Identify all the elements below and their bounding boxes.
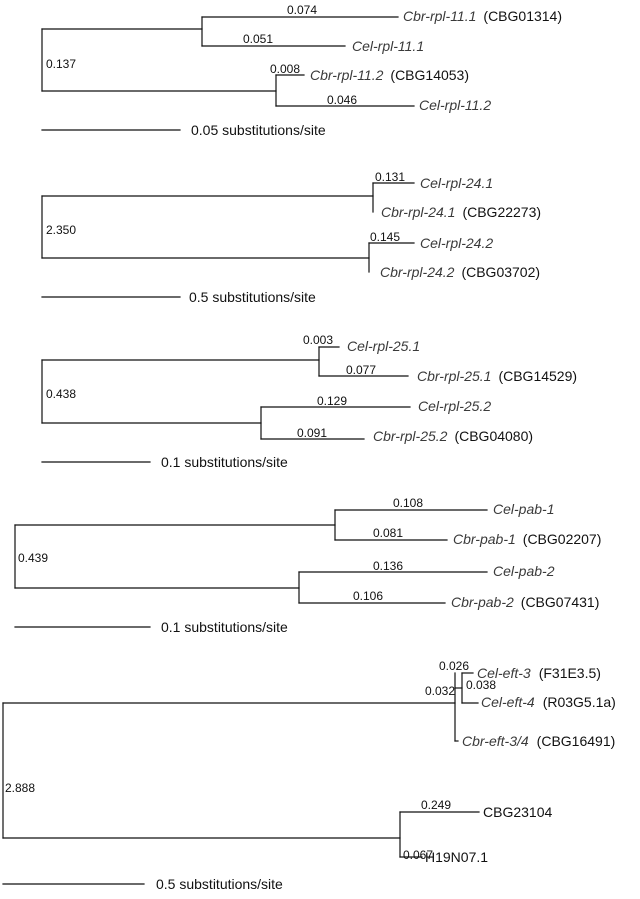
leaf-label: Cbr-pab-1 (CBG02207) — [453, 531, 601, 547]
tree-rpl-24: 2.350 0.131 0.145 Cel-rpl-24.1 Cbr-rpl-2… — [41, 170, 541, 305]
gene-id: (CBG02207) — [523, 531, 602, 547]
gene-id: CBG23104 — [483, 804, 552, 820]
branch-length-label: 0.074 — [287, 3, 317, 17]
gene-name: Cel-rpl-24.1 — [420, 175, 493, 191]
branch-length-label: 0.038 — [466, 678, 496, 692]
gene-name: Cbr-pab-2 — [451, 594, 514, 610]
leaf-label: Cbr-pab-2 (CBG07431) — [451, 594, 599, 610]
branch-length-label: 0.106 — [353, 589, 383, 603]
gene-name: Cel-pab-1 — [493, 501, 554, 517]
scale-bar-label: 0.1 substitutions/site — [161, 454, 288, 470]
gene-id: (CBG03702) — [461, 264, 540, 280]
leaf-label: Cbr-rpl-25.2 (CBG04080) — [373, 428, 533, 444]
gene-name: Cbr-rpl-24.2 — [380, 264, 455, 280]
scale-bar-label: 0.5 substitutions/site — [156, 876, 283, 892]
gene-id: (R03G5.1a) — [543, 694, 616, 710]
root-branch-length-label: 2.888 — [5, 781, 35, 795]
root-branch-length-label: 2.350 — [46, 223, 76, 237]
gene-name: Cel-eft-4 — [481, 694, 535, 710]
gene-name: Cel-rpl-24.2 — [420, 235, 493, 251]
branch-length-label: 0.249 — [421, 798, 451, 812]
gene-name: Cbr-rpl-24.1 — [381, 204, 455, 220]
gene-name: Cel-eft-3 — [477, 665, 531, 681]
tree-rpl-25: 0.438 0.003 0.077 0.129 0.091 Cel-rpl-25… — [41, 333, 577, 470]
leaf-label: Cbr-rpl-11.2 (CBG14053) — [310, 67, 469, 83]
gene-id: (CBG16491) — [537, 733, 616, 749]
leaf-label: Cel-eft-4 (R03G5.1a) — [481, 694, 616, 710]
gene-id: (CBG22273) — [462, 204, 541, 220]
scale-bar-label: 0.5 substitutions/site — [189, 289, 316, 305]
gene-name: Cbr-rpl-11.2 — [310, 67, 384, 83]
tree-eft: 2.888 0.026 0.032 0.038 0.249 0.067 Cel-… — [2, 659, 616, 892]
gene-id: (CBG01314) — [483, 8, 562, 24]
root-branch-length-label: 0.137 — [46, 57, 76, 71]
branch-length-label: 0.003 — [303, 333, 333, 347]
branch-length-label: 0.108 — [393, 496, 423, 510]
gene-id: (CBG04080) — [454, 428, 533, 444]
leaf-label: CBG23104 — [483, 804, 552, 820]
branch-length-label: 0.051 — [243, 32, 273, 46]
gene-id: H19N07.1 — [425, 849, 488, 865]
gene-name: Cel-rpl-25.1 — [347, 338, 420, 354]
leaf-label: Cel-rpl-25.1 — [347, 338, 420, 354]
gene-id: (F31E3.5) — [539, 665, 601, 681]
gene-id: (CBG14053) — [390, 67, 469, 83]
branch-length-label: 0.129 — [317, 394, 347, 408]
branch-length-label: 0.131 — [375, 170, 405, 184]
root-branch-length-label: 0.438 — [46, 387, 76, 401]
leaf-label: Cbr-eft-3/4 (CBG16491) — [462, 733, 615, 749]
scale-bar-label: 0.1 substitutions/site — [161, 619, 288, 635]
leaf-label: H19N07.1 — [425, 849, 488, 865]
leaf-label: Cbr-rpl-11.1 (CBG01314) — [403, 8, 562, 24]
leaf-label: Cel-eft-3 (F31E3.5) — [477, 665, 601, 681]
tree-pab: 0.439 0.108 0.081 0.136 0.106 Cel-pab-1 … — [14, 496, 601, 635]
gene-name: Cbr-pab-1 — [453, 531, 516, 547]
leaf-label: Cel-rpl-24.1 — [420, 175, 493, 191]
branch-length-label: 0.032 — [425, 684, 455, 698]
leaf-label: Cel-pab-1 — [493, 501, 554, 517]
leaf-label: Cel-rpl-25.2 — [418, 398, 491, 414]
branch-length-label: 0.145 — [370, 230, 400, 244]
branch-length-label: 0.081 — [373, 526, 403, 540]
branch-length-label: 0.026 — [439, 659, 469, 673]
branch-length-label: 0.046 — [327, 93, 357, 107]
gene-name: Cbr-rpl-25.1 — [417, 368, 491, 384]
scale-bar-label: 0.05 substitutions/site — [191, 122, 326, 138]
leaf-label: Cel-rpl-11.2 — [419, 97, 491, 113]
branch-length-label: 0.091 — [297, 426, 327, 440]
branch-length-label: 0.077 — [346, 363, 376, 377]
branch-length-label: 0.067 — [403, 848, 433, 862]
gene-id: (CBG07431) — [521, 594, 600, 610]
leaf-label: Cbr-rpl-25.1 (CBG14529) — [417, 368, 577, 384]
leaf-label: Cbr-rpl-24.1 (CBG22273) — [381, 204, 541, 220]
gene-name: Cbr-rpl-25.2 — [373, 428, 448, 444]
tree-rpl-11: 0.137 0.074 0.051 0.008 0.046 Cbr-rpl-11… — [41, 3, 562, 138]
root-branch-length-label: 0.439 — [18, 551, 48, 565]
leaf-label: Cel-pab-2 — [493, 563, 555, 579]
leaf-label: Cbr-rpl-24.2 (CBG03702) — [380, 264, 540, 280]
leaf-label: Cel-rpl-24.2 — [420, 235, 493, 251]
branch-length-label: 0.136 — [373, 559, 403, 573]
gene-name: Cel-rpl-11.1 — [352, 38, 424, 54]
leaf-label: Cel-rpl-11.1 — [352, 38, 424, 54]
branch-length-label: 0.008 — [270, 62, 300, 76]
gene-name: Cel-rpl-25.2 — [418, 398, 491, 414]
gene-name: Cel-pab-2 — [493, 563, 555, 579]
gene-name: Cel-rpl-11.2 — [419, 97, 491, 113]
gene-id: (CBG14529) — [498, 368, 577, 384]
gene-name: Cbr-rpl-11.1 — [403, 8, 476, 24]
gene-name: Cbr-eft-3/4 — [462, 733, 529, 749]
